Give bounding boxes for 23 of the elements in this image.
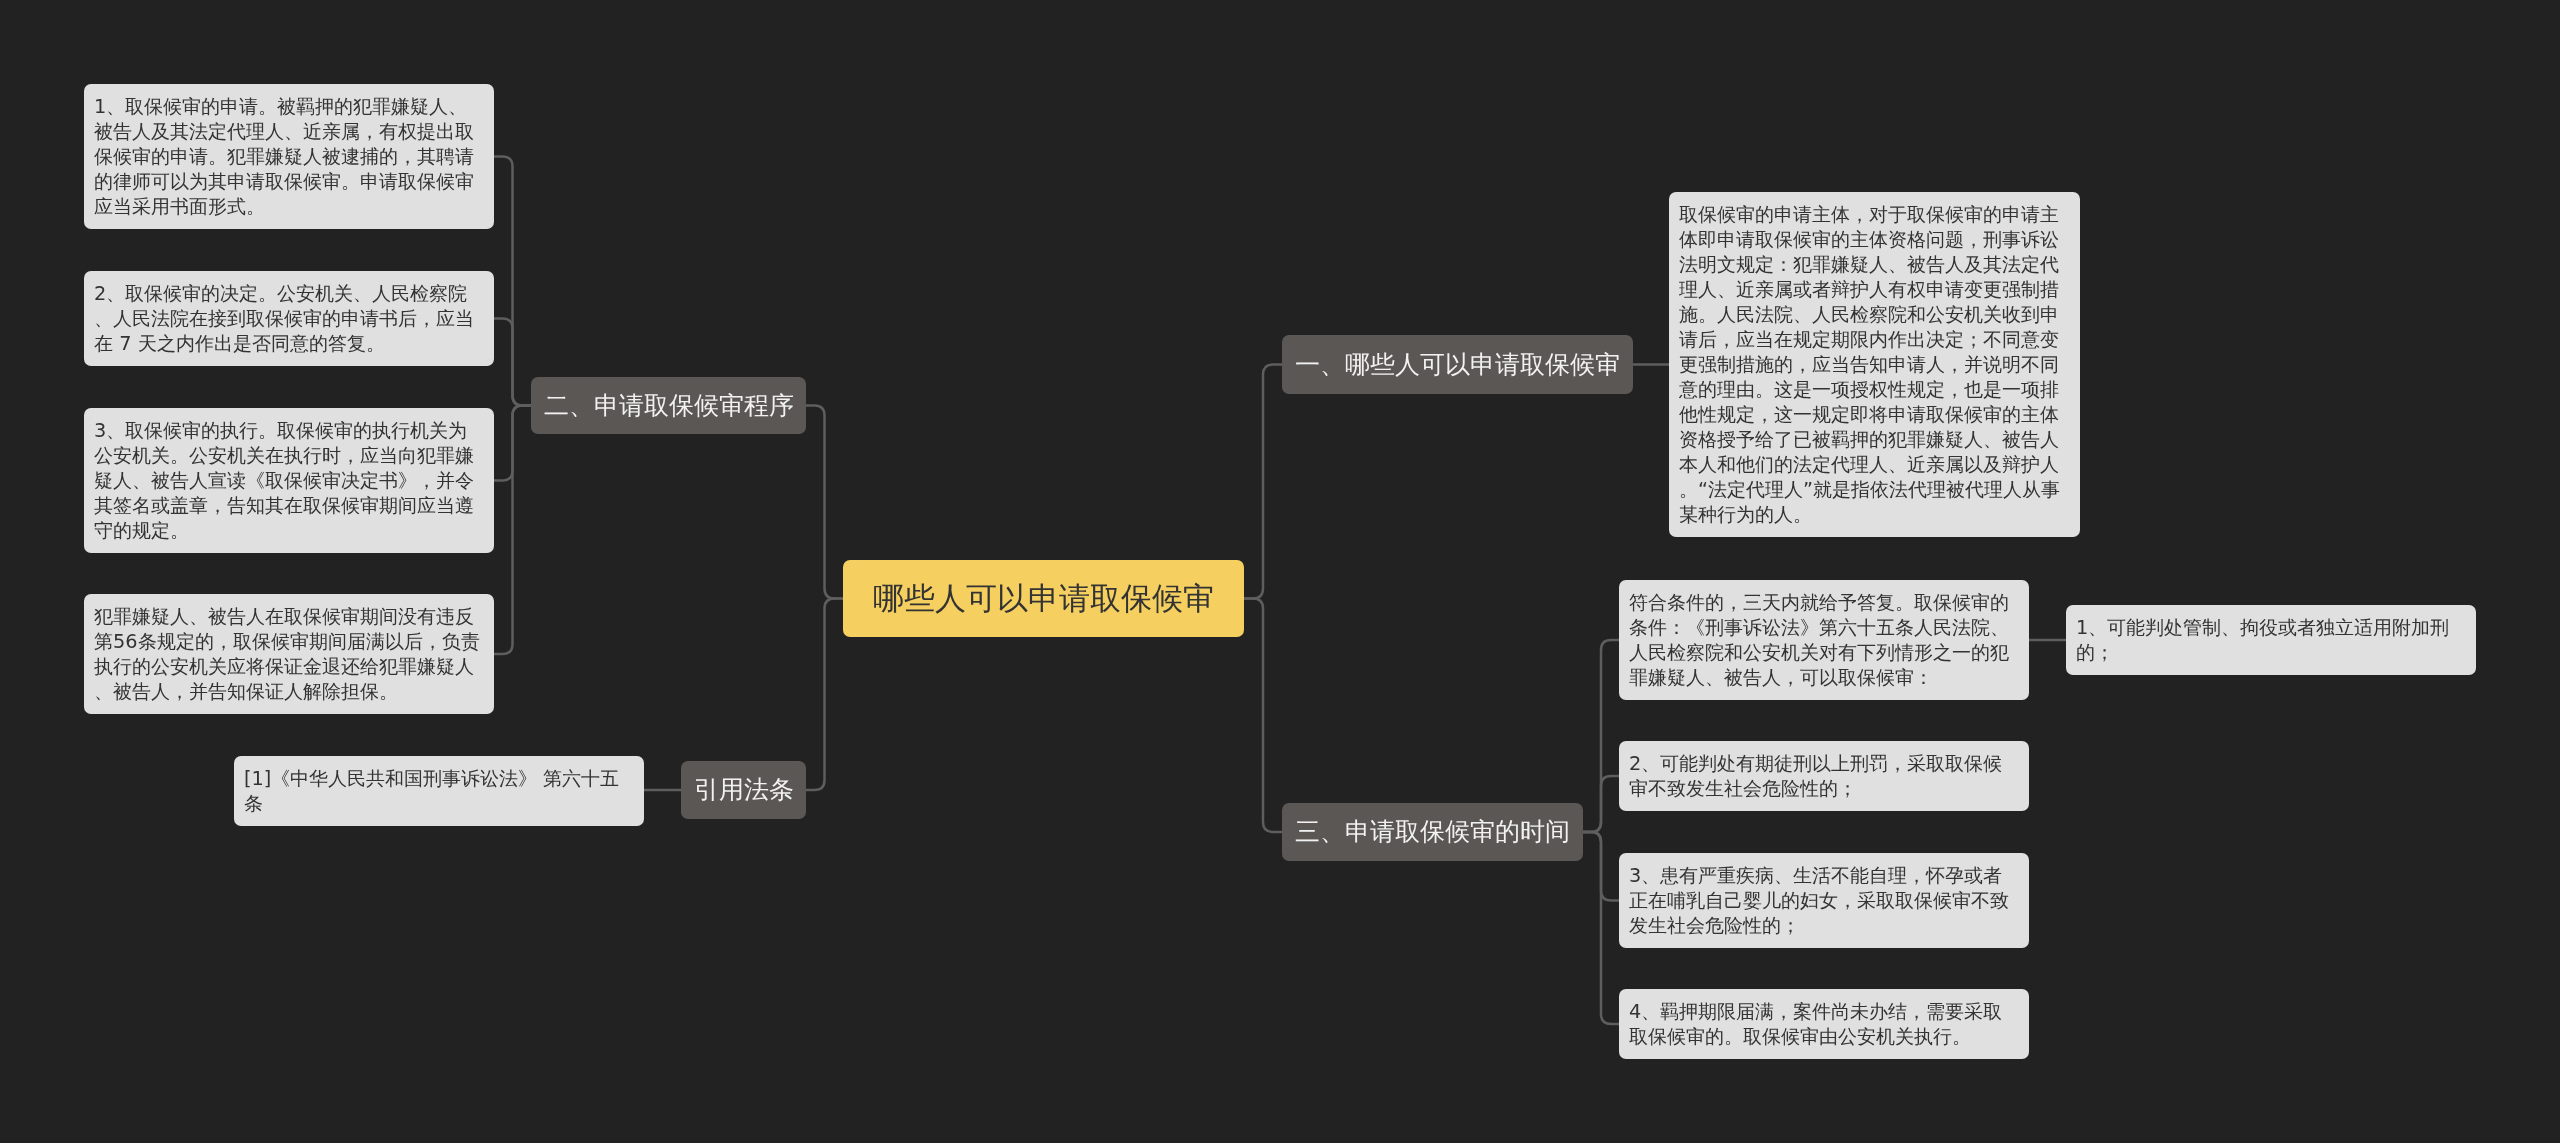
note-card: 犯罪嫌疑人、被告人在取保候审期间没有违反第56条规定的，取保候审期间届满以后，负责执行的公安机关应将保证金退还给犯罪嫌疑人、被告人，并告知保证人解除担保。 (84, 594, 494, 714)
note-card: 3、取保候审的执行。取保候审的执行机关为公安机关。公安机关在执行时，应当向犯罪嫌疑人、被告人宣读《取保候审决定书》，并令其签名或盖章，告知其在取保候审期间应当遵守的规定。 (84, 408, 494, 553)
note-card: 4、羁押期限届满，案件尚未办结，需要采取取保候审的。取保候审由公安机关执行。 (1619, 989, 2029, 1059)
connector-line (644, 788, 681, 792)
note-card: 1、取保候审的申请。被羁押的犯罪嫌疑人、被告人及其法定代理人、近亲属，有权提出取保候审的申请。犯罪嫌疑人被逮捕的，其聘请的律师可以为其申请取保候审。申请取保候审应当采用书面形式。 (84, 84, 494, 229)
note-card: 2、可能判处有期徒刑以上刑罚，采取取保候审不致发生社会危险性的； (1619, 741, 2029, 811)
central-topic: 哪些人可以申请取保候审 (843, 560, 1244, 637)
branch-topic: 二、申请取保候审程序 (531, 377, 806, 434)
note-card: 2、取保候审的决定。公安机关、人民检察院、人民法院在接到取保候审的申请书后，应当在 7 天之内作出是否同意的答复。 (84, 271, 494, 366)
branch-topic: 一、哪些人可以申请取保候审 (1282, 335, 1633, 394)
note-card: [1]《中华人民共和国刑事诉讼法》 第六十五条 (234, 756, 644, 826)
connector-line (1583, 830, 1619, 1026)
note-card: 1、可能判处管制、拘役或者独立适用附加刑的； (2066, 605, 2476, 675)
connector-line (806, 597, 843, 792)
note-card: 取保候审的申请主体，对于取保候审的申请主体即申请取保候审的主体资格问题，刑事诉讼法明文规定：犯罪嫌疑人、被告人及其法定代理人、近亲属或者辩护人有权申请变更强制措施。人民法院、人民检察院和公安机关收到申请后，应当在规定期限内作出决定；不同意变更强制措施的，应当告知申请人，并说明不同意的理由。这是一项授权性规定，也是一项排他性规定，这一规定即将申请取保候审的主体资格授予给了已被羁押的犯罪嫌疑人、被告人本人和他们的法定代理人、近亲属以及辩护人。“法定代理人”就是指依法代理被代理人从事某种行为的人。 (1669, 192, 2080, 537)
connector-line (494, 404, 531, 656)
note-card: 3、患有严重疾病、生活不能自理，怀孕或者正在哺乳自己婴儿的妇女，采取取保候审不致发生社会危险性的； (1619, 853, 2029, 948)
note-card: 符合条件的，三天内就给予答复。取保候审的条件：《刑事诉讼法》第六十五条人民法院、人民检察院和公安机关对有下列情形之一的犯罪嫌疑人、被告人，可以取保候审： (1619, 580, 2029, 700)
branch-topic: 引用法条 (681, 761, 806, 819)
connector-line (1244, 597, 1282, 834)
connector-line (2029, 638, 2066, 642)
connector-line (1633, 363, 1669, 366)
branch-topic: 三、申请取保候审的时间 (1282, 803, 1583, 861)
